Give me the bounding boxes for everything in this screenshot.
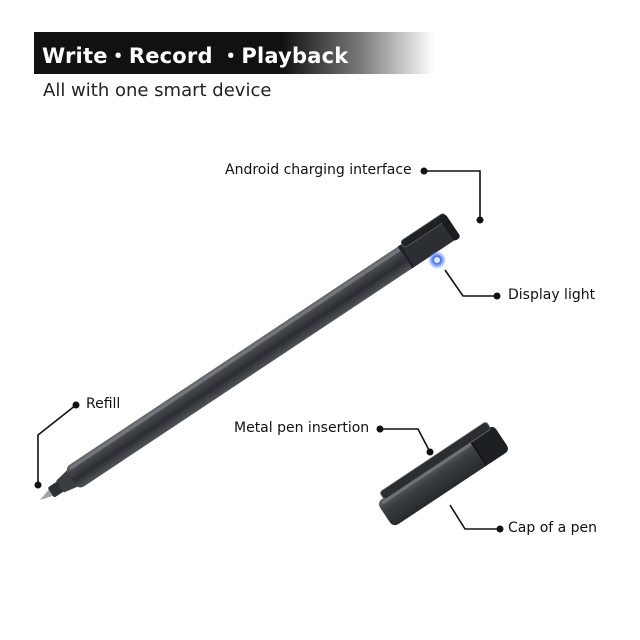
leader-lines xyxy=(37,170,500,530)
leader-cap xyxy=(449,504,500,530)
callout-refill: Refill xyxy=(86,396,121,412)
callout-charging-interface: Android charging interface xyxy=(225,162,412,178)
leader-charging xyxy=(424,170,481,220)
subtitle: All with one smart device xyxy=(43,80,272,101)
leader-refill xyxy=(37,404,77,485)
leader-display-light xyxy=(444,269,497,297)
callout-metal-pen-insertion: Metal pen insertion xyxy=(234,420,370,436)
pen-body xyxy=(40,213,460,500)
header-banner: Write・Record ・Playback xyxy=(34,32,434,74)
callout-cap: Cap of a pen xyxy=(508,520,598,536)
banner-title: Write・Record ・Playback xyxy=(42,44,349,68)
callout-display-light: Display light xyxy=(508,287,596,303)
leader-metal-insertion xyxy=(380,428,431,453)
pen-cap xyxy=(379,422,508,526)
leader-dots xyxy=(34,167,504,533)
